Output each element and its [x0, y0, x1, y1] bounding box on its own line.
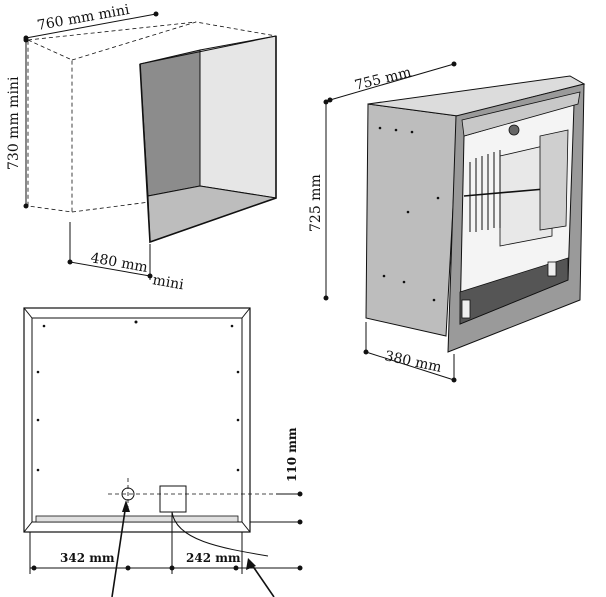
niche-back-wall	[139, 49, 201, 197]
niche-depth-suffix: mini	[151, 272, 185, 293]
niche-height-label: 730 mm mini	[6, 76, 22, 170]
niche-width-label: 760 mm mini	[36, 2, 131, 34]
niche-right-wall	[199, 35, 277, 199]
front-view-drawing: 110 mm 342 mm 242 mm	[23, 307, 303, 597]
unit-depth-label: 380 mm	[383, 348, 443, 376]
fan-blades	[469, 150, 501, 232]
niche-depth-label: 480 mm	[89, 250, 149, 276]
unit-side-panel	[365, 103, 459, 337]
front-outer-frame	[23, 307, 251, 533]
front-left-label: 342 mm	[60, 551, 115, 565]
unit-height-label: 725 mm	[308, 174, 324, 232]
niche-drawing: 760 mm mini 730 mm mini 480 mm mini	[6, 2, 277, 293]
unit-control-panel	[459, 257, 569, 325]
front-right-label: 242 mm	[186, 551, 241, 565]
unit-width-label: 755 mm	[353, 64, 413, 93]
junction-box	[159, 485, 187, 513]
unit-drawing: 755 mm 725 mm 380 mm	[308, 61, 586, 383]
front-vertical-label: 110 mm	[285, 427, 299, 482]
